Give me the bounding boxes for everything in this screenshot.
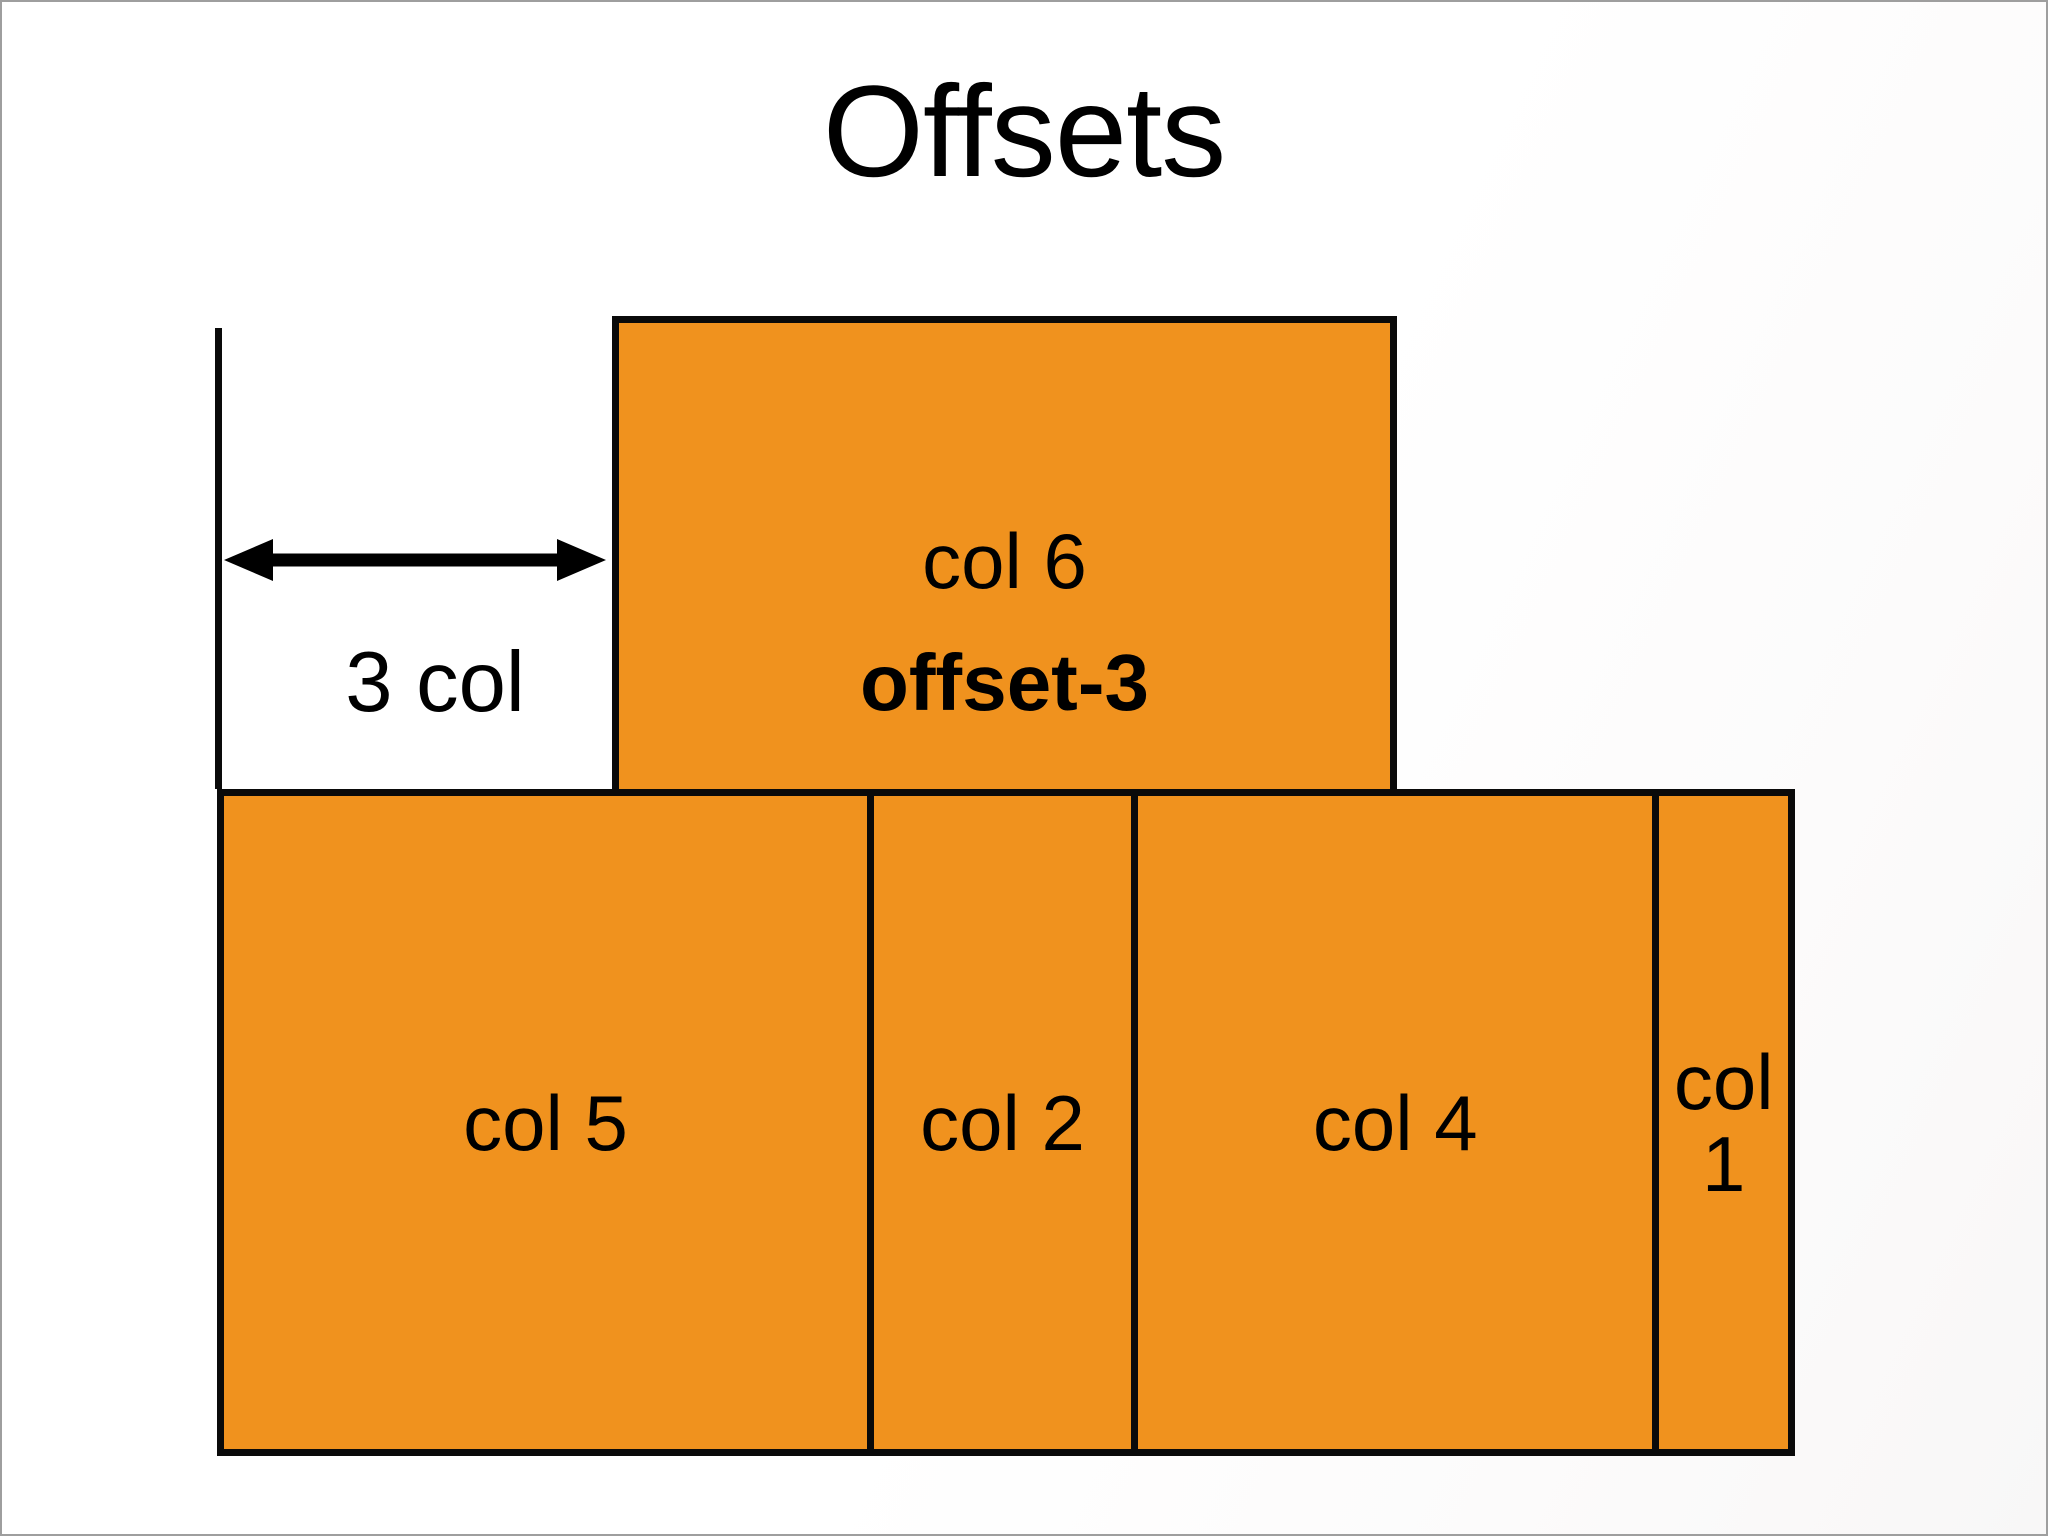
cell-label: col 2: [920, 1078, 1085, 1167]
double-arrow-icon: [224, 539, 606, 581]
cell-label: col 4: [1312, 1078, 1478, 1167]
cell-label: col 1: [1673, 1037, 1774, 1208]
columns-row: col 5 col 2 col 4 col 1: [217, 789, 1795, 1456]
arrowhead-left-icon: [224, 539, 273, 581]
offset-reference-line: [215, 328, 222, 789]
cell-col-2: col 2: [866, 796, 1132, 1449]
cell-col-4: col 4: [1131, 796, 1653, 1449]
offset-column-box: col 6 offset-3: [612, 316, 1397, 796]
measure-label: 3 col: [345, 635, 525, 730]
arrowhead-right-icon: [557, 539, 606, 581]
col6-label: col 6: [922, 517, 1087, 605]
offset3-label: offset-3: [860, 638, 1149, 727]
cell-col-5: col 5: [224, 796, 867, 1449]
page-title: Offsets: [822, 58, 1226, 204]
cell-col-1: col 1: [1652, 796, 1788, 1449]
arrow-shaft: [261, 553, 569, 567]
cell-label: col 5: [463, 1078, 628, 1167]
